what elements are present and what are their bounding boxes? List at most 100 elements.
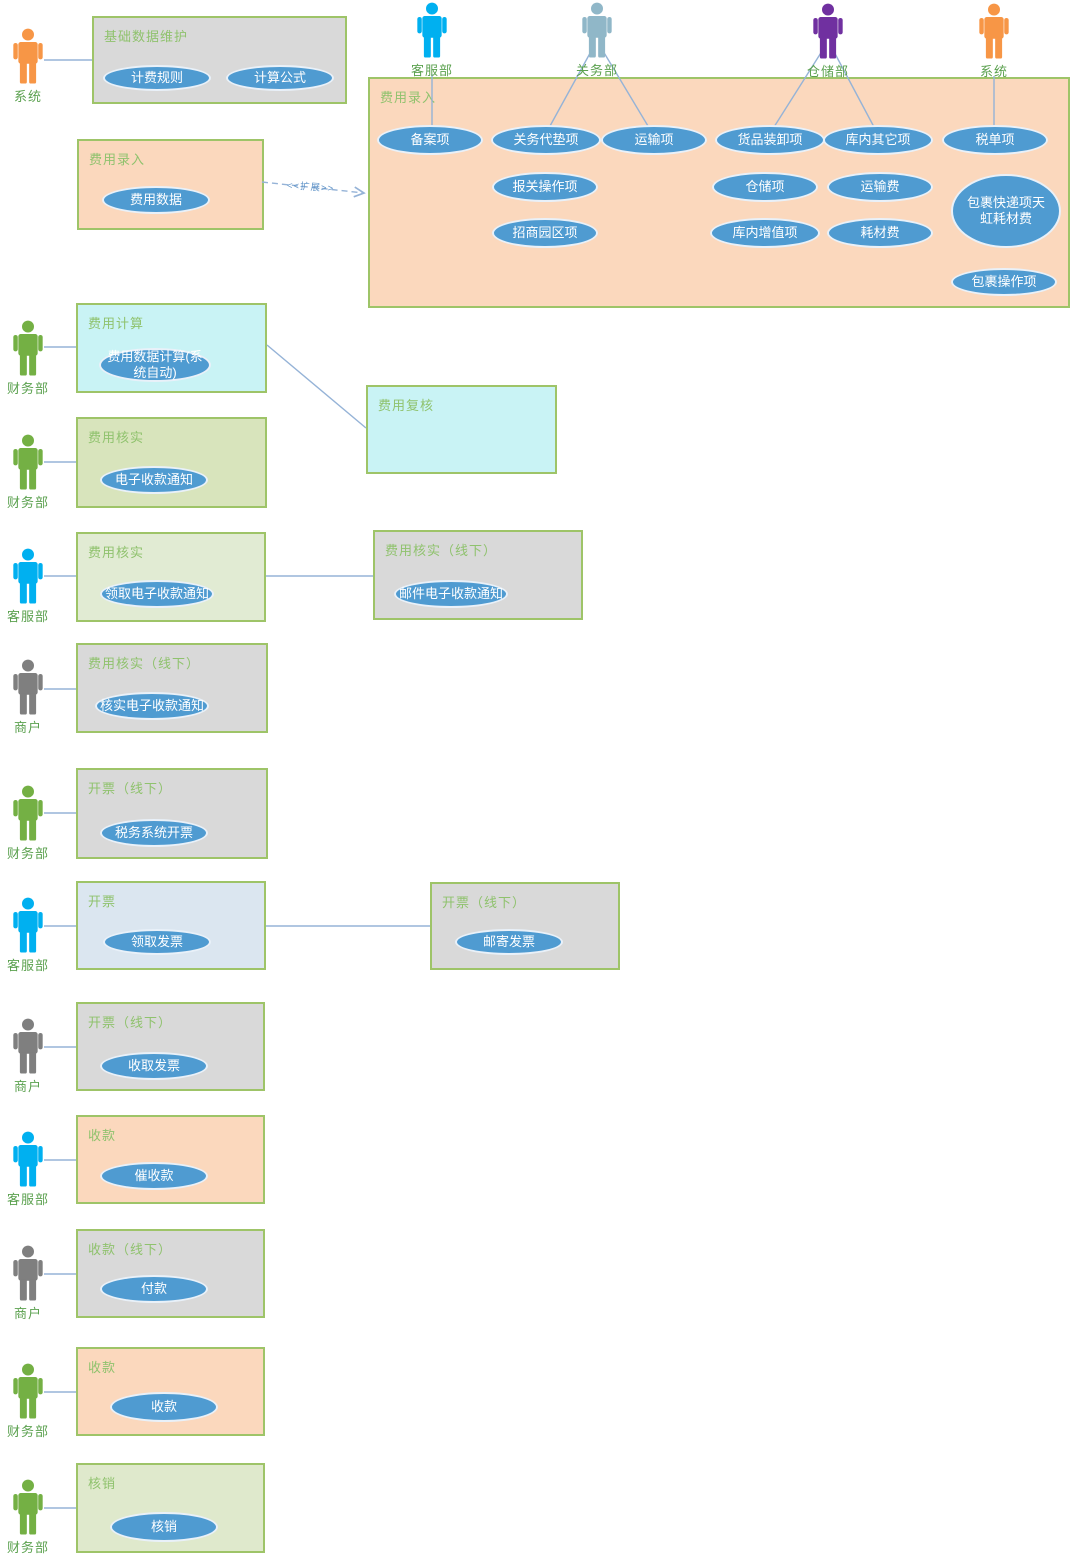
actor-label: 仓储部 <box>806 64 849 79</box>
actor-merchant-2: 商户 <box>0 1018 68 1095</box>
group-box-title: 费用核实（线下） <box>88 656 201 671</box>
group-box-title: 开票（线下） <box>88 1015 173 1030</box>
use-case-label: 付款 <box>140 1280 167 1296</box>
use-case-ellipse: 库内其它项 <box>823 125 933 155</box>
extend-stereotype-label: <<扩展>> <box>286 180 335 195</box>
use-case-ellipse: 招商园区项 <box>492 218 598 248</box>
actor-finance-4: 财务部 <box>0 1363 68 1440</box>
actor-system-left: 系统 <box>0 28 68 105</box>
use-case-label: 邮寄发票 <box>482 933 535 949</box>
actor-finance-1: 财务部 <box>0 320 68 397</box>
use-case-ellipse: 计费规则 <box>103 65 211 91</box>
group-box-fee-entry-small: 费用录入 <box>77 139 264 230</box>
person-icon <box>13 28 43 84</box>
use-case-ellipse: 备案项 <box>377 125 483 155</box>
group-box-collection-offline-merchant: 收款（线下） <box>76 1229 265 1318</box>
use-case-ellipse: 关务代垫项 <box>491 125 601 155</box>
use-case-label: 费用数据计算(系统自动) <box>107 348 203 380</box>
use-case-label: 关务代垫项 <box>513 131 579 147</box>
use-case-ellipse: 计算公式 <box>226 65 334 91</box>
use-case-ellipse: 收款 <box>110 1392 218 1422</box>
use-case-ellipse: 税单项 <box>942 125 1048 155</box>
group-box-invoice-offline-mail: 开票（线下） <box>430 882 620 970</box>
person-icon <box>13 1018 43 1074</box>
group-box-invoice: 开票 <box>76 881 266 970</box>
use-case-label: 领取电子收款通知 <box>104 585 209 601</box>
use-case-ellipse: 邮件电子收款通知 <box>394 580 508 608</box>
group-box-basic-data-maintenance: 基础数据维护 <box>92 16 347 104</box>
use-case-label: 库内增值项 <box>732 224 798 240</box>
actor-label: 系统 <box>13 89 42 104</box>
use-case-label: 包裹操作项 <box>971 273 1037 289</box>
use-case-label: 收取发票 <box>127 1057 180 1073</box>
person-icon <box>813 3 843 59</box>
actor-label: 客服部 <box>410 63 453 78</box>
group-box-title: 基础数据维护 <box>104 29 189 44</box>
use-case-ellipse: 收取发票 <box>100 1052 208 1080</box>
use-case-ellipse: 库内增值项 <box>710 218 820 248</box>
person-icon <box>13 659 43 715</box>
actor-warehouse-top: 仓储部 <box>788 3 868 80</box>
actor-label: 财务部 <box>6 1424 49 1439</box>
group-box-title: 费用核实（线下） <box>385 543 498 558</box>
use-case-label: 税单项 <box>975 131 1015 147</box>
use-case-ellipse: 运输费 <box>827 172 933 202</box>
group-box-title: 收款 <box>88 1360 117 1375</box>
use-case-ellipse: 领取电子收款通知 <box>100 580 214 608</box>
group-box-fee-verify-offline-mail: 费用核实（线下） <box>373 530 583 620</box>
actor-finance-5: 财务部 <box>0 1479 68 1556</box>
group-box-fee-verify-finance: 费用核实 <box>76 417 267 508</box>
use-case-label: 运输费 <box>860 178 900 194</box>
actor-label: 财务部 <box>6 846 49 861</box>
actor-label: 客服部 <box>6 958 49 973</box>
use-case-ellipse: 费用数据 <box>102 186 210 214</box>
group-box-title: 开票 <box>88 894 117 909</box>
actor-merchant-1: 商户 <box>0 659 68 736</box>
use-case-label: 包裹快递项天虹耗材费 <box>967 194 1046 226</box>
use-case-label: 库内其它项 <box>845 131 911 147</box>
use-case-ellipse: 电子收款通知 <box>100 466 208 494</box>
group-box-collection-cs: 收款 <box>76 1115 265 1204</box>
use-case-label: 催收款 <box>134 1167 174 1183</box>
use-case-ellipse: 仓储项 <box>712 172 818 202</box>
group-box-invoice-offline-merchant: 开票（线下） <box>76 1002 265 1091</box>
actor-label: 系统 <box>979 64 1008 79</box>
actor-label: 客服部 <box>6 1192 49 1207</box>
use-case-label: 仓储项 <box>745 178 785 194</box>
actor-label: 关务部 <box>575 63 618 78</box>
actor-customer-service-3: 客服部 <box>0 1131 68 1208</box>
use-case-label: 耗材费 <box>860 224 900 240</box>
person-icon <box>13 897 43 953</box>
actor-finance-2: 财务部 <box>0 434 68 511</box>
group-box-title: 收款 <box>88 1128 117 1143</box>
use-case-label: 邮件电子收款通知 <box>398 585 503 601</box>
use-case-ellipse: 核销 <box>110 1512 218 1542</box>
group-box-title: 费用计算 <box>88 316 145 331</box>
use-case-label: 计费规则 <box>130 69 183 85</box>
use-case-label: 核销 <box>150 1518 177 1534</box>
group-box-title: 核销 <box>88 1476 117 1491</box>
group-box-title: 费用录入 <box>380 90 437 105</box>
person-icon <box>13 548 43 604</box>
use-case-ellipse: 耗材费 <box>827 218 933 248</box>
actor-label: 财务部 <box>6 381 49 396</box>
use-case-ellipse: 报关操作项 <box>492 172 598 202</box>
actor-label: 商户 <box>13 1306 42 1321</box>
person-icon <box>13 1363 43 1419</box>
use-case-ellipse: 包裹操作项 <box>951 268 1057 296</box>
use-case-label: 计算公式 <box>253 69 306 85</box>
group-box-fee-review: 费用复核 <box>366 385 557 474</box>
group-box-title: 费用录入 <box>89 152 146 167</box>
person-icon <box>13 1245 43 1301</box>
use-case-ellipse: 税务系统开票 <box>100 819 208 847</box>
use-case-ellipse: 邮寄发票 <box>455 929 563 955</box>
actor-label: 财务部 <box>6 1540 49 1555</box>
actor-label: 商户 <box>13 1079 42 1094</box>
actor-label: 商户 <box>13 720 42 735</box>
use-case-ellipse: 货品装卸项 <box>715 125 825 155</box>
person-icon <box>13 1131 43 1187</box>
use-case-label: 招商园区项 <box>512 224 578 240</box>
actor-system-top: 系统 <box>954 3 1034 80</box>
actor-customer-service-1: 客服部 <box>0 548 68 625</box>
